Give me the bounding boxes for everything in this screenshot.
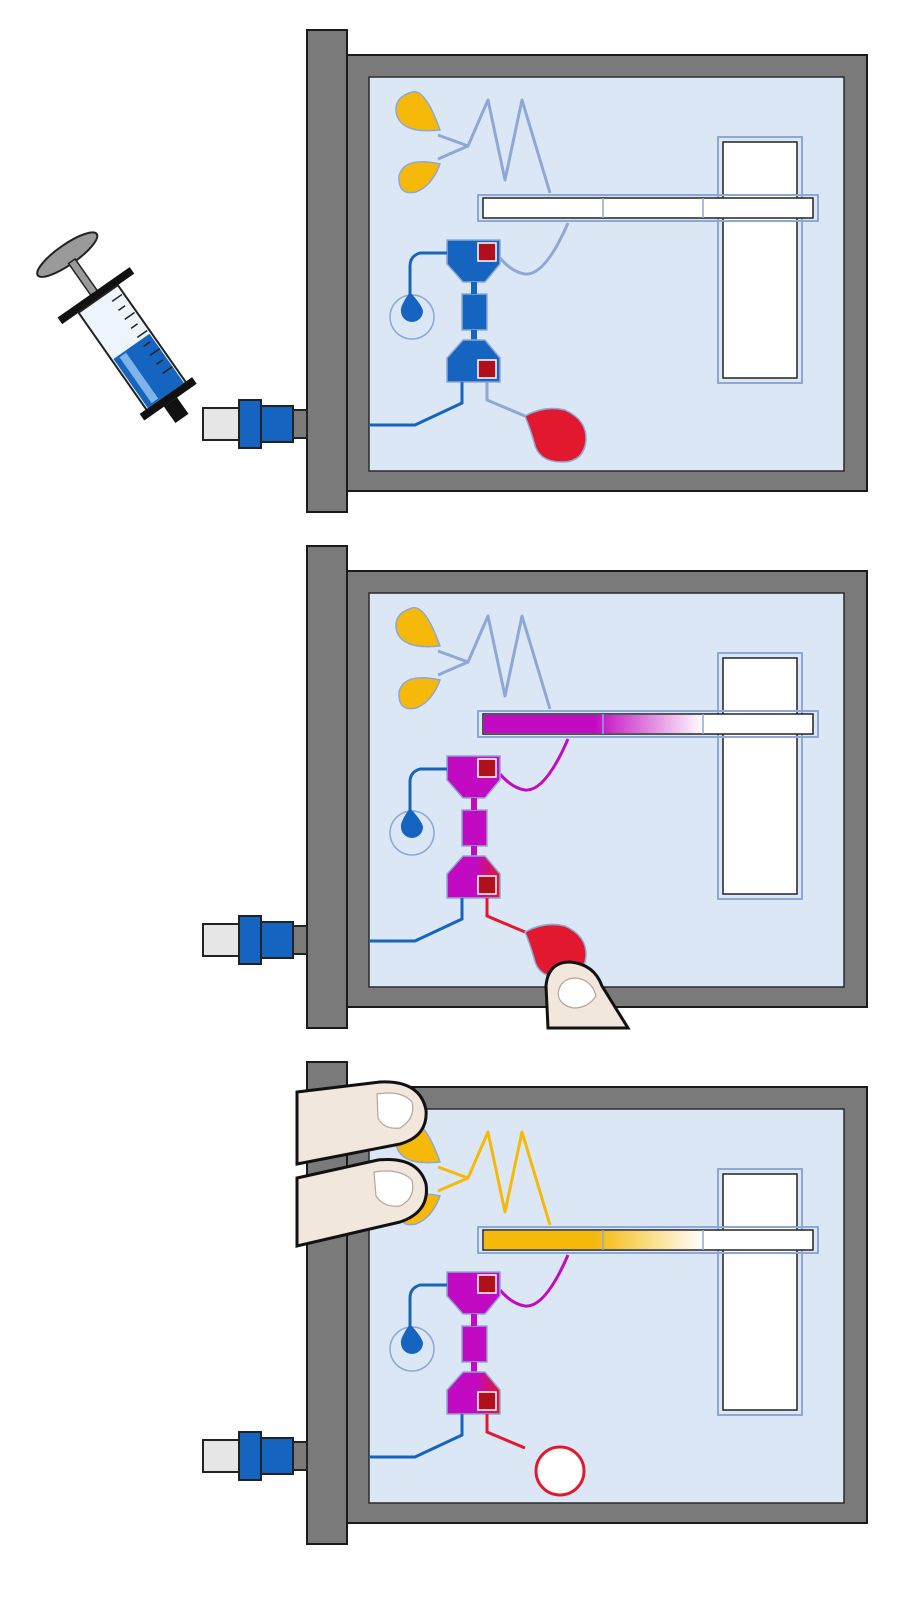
strip-feed-channel [498,1254,570,1308]
inlet-channel [369,898,464,943]
test-strip-outline [477,710,819,738]
connector-icon [202,1431,308,1481]
fingernail [557,977,597,1009]
mixing-chamber [461,809,488,847]
sample-droplet [400,808,423,838]
absorbent-pad-outline [717,1168,803,1416]
upper-fingernail [376,1092,414,1129]
serpentine-branch [437,144,469,161]
yellow-blister-2 [398,677,441,710]
syringe-tick [136,329,148,338]
connector-port [292,1441,308,1471]
serpentine-branch [437,660,469,677]
absorbent-pad-outline [717,652,803,900]
inlet-channel [369,1414,464,1459]
connector-body [260,921,294,959]
lower-fingernail [373,1170,414,1207]
yellow-blister-2 [398,161,441,194]
connector-cap [202,923,240,957]
mixing-chamber [461,293,488,331]
sample-channel [408,767,447,812]
syringe-tick [111,293,123,302]
test-strip-signal [484,1231,704,1249]
lower-valve-seal [477,1391,497,1411]
absorbent-pad-outline [717,136,803,384]
serpentine-channel [437,1130,552,1226]
yellow-blister-1 [395,606,442,648]
syringe-thumb-press [36,231,99,278]
upper-valve-seal [477,242,497,262]
connector-collar [238,1431,262,1481]
test-strip-outline [477,1226,819,1254]
test-strip [482,197,814,219]
sample-droplet [400,292,423,322]
strip-feed-channel [498,222,570,276]
connector-port [292,409,308,439]
syringe-tick [124,311,136,320]
yellow-blister-1 [395,90,442,132]
syringe-liquid-highlight [119,352,159,404]
connector-collar [238,915,262,965]
connector-port [292,925,308,955]
syringe-plunger-rod [67,257,100,298]
upper-valve-seal [477,758,497,778]
syringe-liquid [113,333,184,409]
finger-icon [295,1080,428,1248]
red-reservoir-channel [485,1414,526,1450]
syringe-base [139,377,197,421]
serpentine-channel [437,98,552,194]
connector-cap [202,1439,240,1473]
absorbent-pad [722,657,798,895]
connector-icon [202,399,308,449]
connector-body [260,1437,294,1475]
syringe-icon [36,231,197,424]
panel-2 [202,545,868,1030]
serpentine-channel [437,614,552,710]
device-flange [306,29,348,513]
connector-icon [202,915,308,965]
sample-channel [408,1283,447,1328]
syringe-tick [118,305,126,311]
mixing-chamber [461,1325,488,1363]
syringe-tick [130,323,139,329]
upper-valve-seal [477,1274,497,1294]
test-strip-outline [477,194,819,222]
absorbent-pad [722,141,798,379]
syringe-tick [162,365,173,375]
syringe-flange [57,267,135,325]
syringe-tick [143,341,151,347]
red-reservoir-channel [485,898,526,934]
syringe-tick [149,347,161,357]
device-flange [306,545,348,1029]
absorbent-pad [722,1173,798,1411]
panel-3 [202,1061,868,1545]
red-reservoir-channel [485,382,526,418]
red-blister [524,407,587,463]
panel-1 [36,29,868,513]
lower-valve-seal [477,875,497,895]
connector-cap [202,407,240,441]
red-blister-empty [534,1445,586,1497]
inlet-channel [369,382,464,427]
strip-feed-channel [498,738,570,792]
sample-droplet [400,1324,423,1354]
syringe-tick [155,359,164,366]
connector-body [260,405,294,443]
lower-valve-seal [477,359,497,379]
test-strip-signal [484,715,704,733]
connector-collar [238,399,262,449]
serpentine-branch [437,1176,469,1193]
sample-channel [408,251,447,296]
syringe-tip [163,397,189,424]
